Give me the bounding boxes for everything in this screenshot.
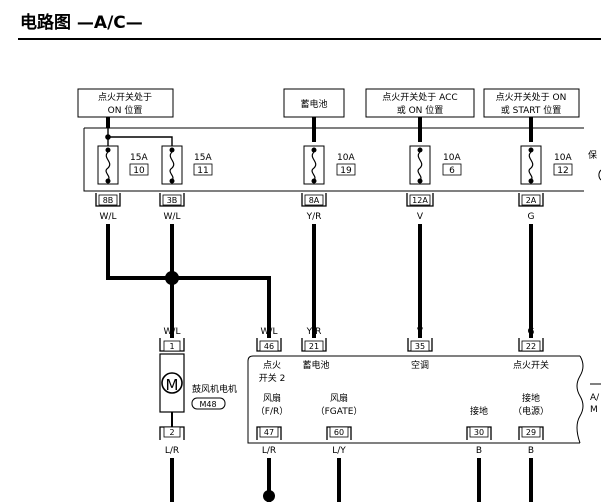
- unit-bottom-pins: 风扇 （F/R） 47 L/R 风扇 （FGATE） 60 L/Y 接地 30 …: [256, 392, 549, 456]
- connector-pin: 47: [264, 428, 274, 437]
- power-source-ign-acc-on: 点火开关处于 ACC 或 ON 位置: [365, 88, 475, 118]
- wire-color: L/R: [165, 446, 179, 456]
- fuse-19: 10A 19: [303, 145, 355, 185]
- pin-label: （FGATE）: [316, 406, 363, 417]
- connector-pin: 35: [415, 342, 425, 351]
- pin-label: 接地: [470, 405, 488, 417]
- motor-symbol: M: [166, 376, 179, 394]
- wire-color: L/Y: [332, 446, 346, 456]
- fuse-10: 15A 10: [97, 145, 148, 185]
- connector-pin: 2: [169, 428, 174, 437]
- wire-color: W/L: [164, 212, 181, 222]
- connector-pin: 12A: [412, 196, 428, 205]
- power-feed-wires: [106, 117, 533, 142]
- connector-pin: 1: [169, 342, 174, 351]
- power-source-label: 或 ON 位置: [397, 104, 444, 116]
- pin-label: 开关 2: [259, 372, 286, 384]
- connector-pin: 21: [309, 342, 319, 351]
- power-source-ign-on: 点火开关处于 ON 位置: [77, 88, 174, 118]
- connector-code: M48: [199, 400, 216, 409]
- unit-edge-label: A/: [590, 393, 600, 403]
- power-source-label: 或 START 位置: [501, 104, 562, 116]
- power-source-label: 点火开关处于 ACC: [382, 91, 457, 103]
- connector-pin: 8A: [309, 196, 320, 205]
- connector-3b: 3B: [159, 193, 185, 207]
- power-source-label: ON 位置: [108, 104, 143, 116]
- fuse-rating: 10A: [554, 153, 572, 163]
- connector-pin: 2A: [526, 196, 537, 205]
- wire-color: B: [476, 446, 482, 456]
- wire-color: G: [528, 212, 535, 222]
- pin-label: 风扇: [263, 392, 281, 404]
- wire-color: W/L: [100, 212, 117, 222]
- fuse-box: 保: [83, 127, 601, 192]
- splice-junction: [165, 271, 179, 285]
- fuse-box-connectors: 8B 3B 8A 12A 2A: [95, 193, 544, 207]
- power-source-ign-on-start: 点火开关处于 ON 或 START 位置: [483, 88, 580, 118]
- connector-pin: 8B: [103, 196, 114, 205]
- control-unit: A/ M: [247, 355, 601, 444]
- pin-label: 点火: [263, 360, 281, 371]
- connector-8b: 8B: [95, 193, 121, 207]
- harness-wires: [106, 224, 533, 502]
- connector-8a: 8A: [301, 193, 327, 207]
- power-source-label: 点火开关处于: [98, 91, 152, 103]
- pin-label: 风扇: [330, 392, 348, 404]
- fuse-box-label: 保: [588, 149, 597, 161]
- fuse-wire-labels: W/L W/L Y/R V G: [100, 212, 535, 222]
- unit-top-pins: W/L 46 点火 开关 2 Y/R 21 蓄电池 V 35 空调 G 22 点…: [256, 318, 549, 384]
- pin-label: （电源）: [513, 405, 549, 417]
- power-source-label: 蓄电池: [300, 98, 327, 110]
- page-title: 电路图 —A/C—: [20, 13, 143, 33]
- fuse-number: 11: [197, 166, 208, 176]
- wire-color: V: [417, 212, 424, 222]
- fuse-rating: 10A: [443, 153, 461, 163]
- pin-label: 蓄电池: [302, 359, 329, 371]
- blower-motor: W/L 1 M 鼓风机电机 M48 2 L/R: [159, 318, 237, 456]
- connector-pin: 30: [474, 428, 484, 437]
- splice-junction: [263, 490, 275, 502]
- connector-pin: 46: [264, 342, 274, 351]
- blower-motor-label: 鼓风机电机: [192, 383, 237, 395]
- title-rule: [18, 38, 601, 40]
- power-source-label: 点火开关处于 ON: [496, 91, 567, 103]
- connector-pin: 3B: [167, 196, 178, 205]
- fuse-6: 10A 6: [409, 145, 461, 185]
- fuse-number: 19: [340, 166, 352, 176]
- pin-label: 接地: [522, 392, 540, 404]
- fuse-rating: 15A: [194, 153, 212, 163]
- pin-label: 点火开关: [513, 359, 549, 371]
- wire-color: Y/R: [306, 212, 322, 222]
- connector-pin: 60: [334, 428, 344, 437]
- connector-pin: 22: [526, 342, 536, 351]
- unit-edge-label: M: [590, 405, 598, 415]
- fuse-number: 6: [449, 166, 455, 176]
- pin-label: 空调: [411, 359, 429, 371]
- wire-color: L/R: [262, 446, 276, 456]
- fuse-number: 10: [133, 166, 145, 176]
- wire-color: B: [528, 446, 534, 456]
- fuse-rating: 10A: [337, 153, 355, 163]
- pin-label: （F/R）: [256, 406, 288, 417]
- connector-12a: 12A: [406, 193, 434, 207]
- fuse-number: 12: [557, 166, 568, 176]
- fuse-11: 15A 11: [161, 145, 212, 185]
- fuse-12: 10A 12: [520, 145, 572, 185]
- power-source-battery: 蓄电池: [283, 88, 345, 118]
- connector-2a: 2A: [518, 193, 544, 207]
- connector-pin: 29: [526, 428, 536, 437]
- fuse-rating: 15A: [130, 153, 148, 163]
